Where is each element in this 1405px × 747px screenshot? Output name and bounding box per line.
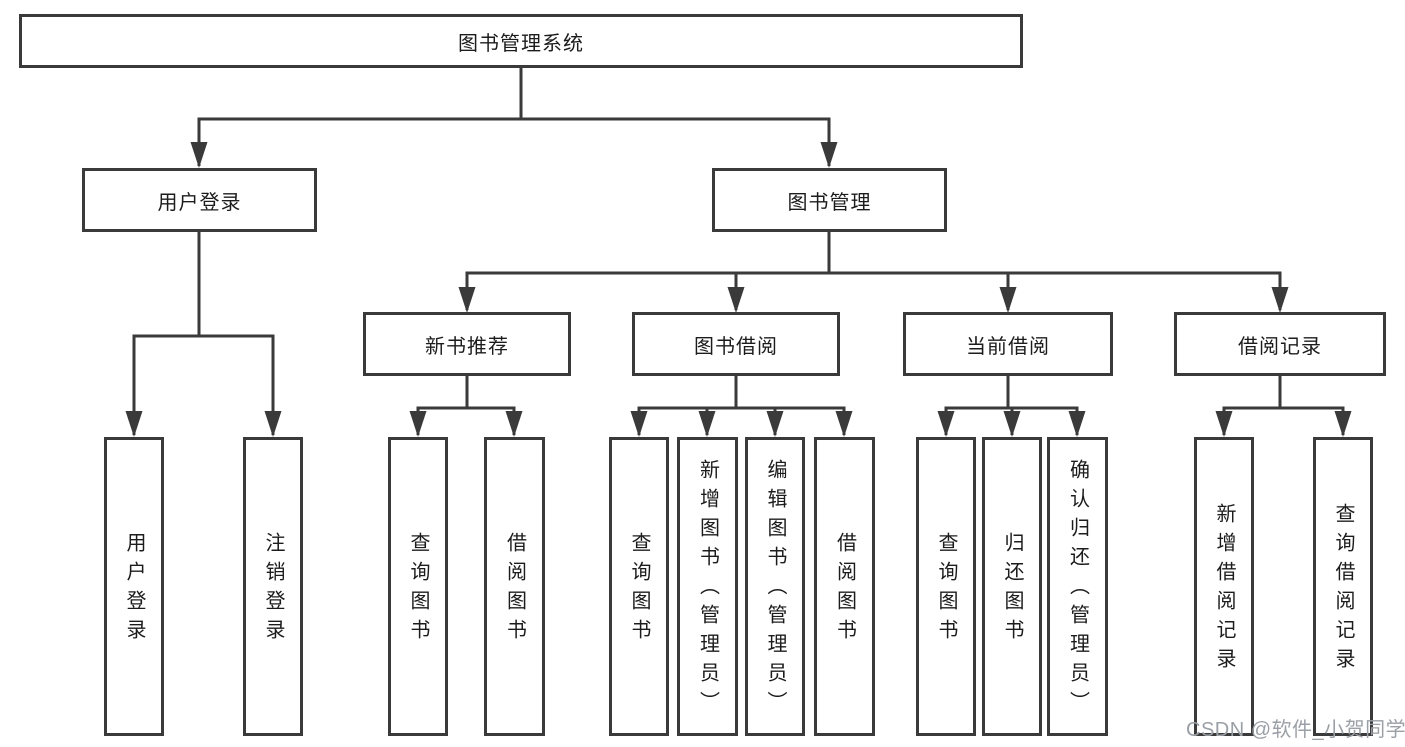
node-root-library-system: 图书管理系统 [19,14,1023,68]
leaf-borrow-query-books: 查询图书 [609,437,669,736]
node-user-login: 用户登录 [82,168,317,232]
leaf-logout: 注销登录 [243,437,303,736]
leaf-current-return-books: 归还图书 [982,437,1042,736]
node-new-book-recommend: 新书推荐 [363,312,571,376]
leaf-borrow-add-books-admin: 新增图书（管理员） [677,437,738,736]
leaf-borrow-borrow-books: 借阅图书 [814,437,875,736]
leaf-current-confirm-return-admin: 确认归还（管理员） [1047,437,1108,736]
leaf-recommend-borrow-books: 借阅图书 [484,437,545,736]
node-book-borrow: 图书借阅 [632,312,840,376]
leaf-user-login: 用户登录 [104,437,164,736]
node-current-borrow: 当前借阅 [903,312,1113,376]
leaf-records-query-borrow-record: 查询借阅记录 [1313,437,1373,736]
leaf-recommend-query-books: 查询图书 [388,437,448,736]
node-book-management: 图书管理 [712,168,947,232]
leaf-borrow-edit-books-admin: 编辑图书（管理员） [745,437,805,736]
node-borrow-records: 借阅记录 [1174,312,1386,376]
csdn-watermark: CSDN @软件_小贺同学 [1186,719,1405,741]
leaf-current-query-books: 查询图书 [916,437,976,736]
leaf-records-add-borrow-record: 新增借阅记录 [1194,437,1254,736]
